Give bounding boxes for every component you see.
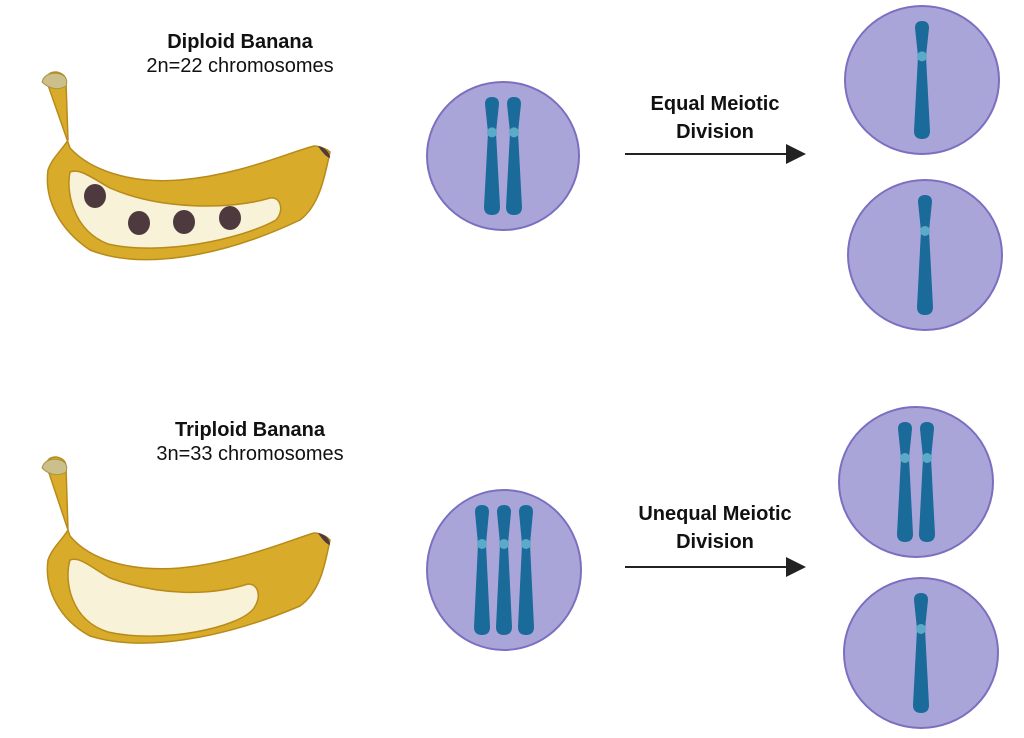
- triploid-chromosome-count: 3n=33 chromosomes: [156, 443, 344, 465]
- chromosome: [474, 505, 490, 635]
- centromere: [917, 51, 927, 62]
- chromosome: [496, 505, 512, 635]
- chromosome: [518, 505, 534, 635]
- centromere: [900, 453, 910, 463]
- chromosome: [917, 195, 933, 315]
- unequal-division-label: Unequal Meiotic Division: [600, 500, 830, 556]
- centromere: [499, 539, 509, 549]
- chromosome: [913, 593, 929, 713]
- diploid-daughter-cell-1: [844, 5, 1000, 155]
- cell-membrane: [838, 406, 994, 558]
- banana-seeds: [84, 184, 241, 235]
- diploid-banana-icon: [41, 71, 331, 261]
- chromosome: [897, 422, 913, 542]
- centromere: [477, 539, 487, 549]
- chromosome: [506, 97, 522, 215]
- diploid-daughter-cell-2: [847, 179, 1003, 331]
- triploid-daughter-cell-2: [843, 577, 999, 729]
- chromosome: [914, 21, 930, 139]
- diploid-chromosome-count: 2n=22 chromosomes: [146, 55, 334, 77]
- diploid-title: Diploid Banana: [167, 31, 313, 53]
- centromere: [916, 624, 926, 634]
- centromere: [509, 127, 519, 138]
- chromosome: [919, 422, 935, 542]
- centromere: [922, 453, 932, 463]
- triploid-banana-icon: [41, 456, 331, 644]
- unequal-division-line1: Unequal Meiotic: [638, 503, 792, 525]
- diploid-parent-cell: [426, 81, 580, 231]
- centromere: [920, 226, 930, 236]
- triploid-label: Triploid Banana 3n=33 chromosomes: [100, 418, 400, 466]
- equal-division-label: Equal Meiotic Division: [600, 90, 830, 146]
- diploid-label: Diploid Banana 2n=22 chromosomes: [100, 30, 380, 78]
- cell-membrane: [426, 81, 580, 231]
- chromosome: [484, 97, 500, 215]
- centromere: [521, 539, 531, 549]
- unequal-division-line2: Division: [676, 531, 754, 553]
- equal-division-line2: Division: [676, 121, 754, 143]
- centromere: [487, 127, 497, 138]
- triploid-parent-cell: [426, 489, 582, 651]
- triploid-title: Triploid Banana: [174, 419, 326, 441]
- equal-division-line1: Equal Meiotic: [650, 93, 780, 115]
- triploid-daughter-cell-1: [838, 406, 994, 558]
